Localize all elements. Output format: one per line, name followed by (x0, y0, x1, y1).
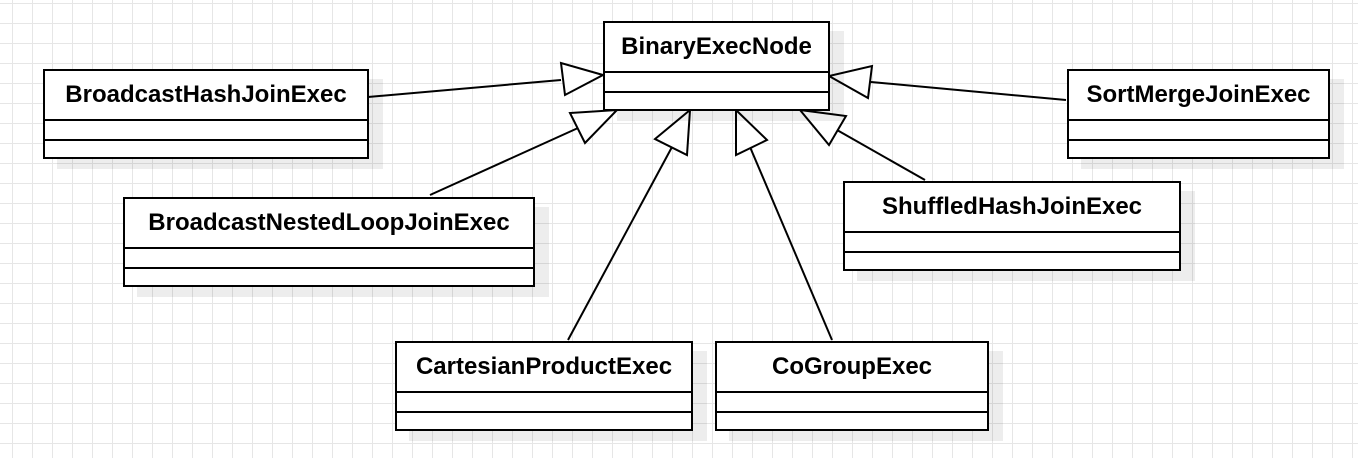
operations-compartment (125, 269, 533, 285)
class-name: ShuffledHashJoinExec (845, 183, 1179, 233)
inheritance-arrow-cartesian-product (567, 107, 692, 341)
attributes-compartment (397, 393, 691, 413)
class-broadcast-hash-join-exec[interactable]: BroadcastHashJoinExec (43, 69, 369, 159)
class-name: CartesianProductExec (397, 343, 691, 393)
class-co-group-exec[interactable]: CoGroupExec (715, 341, 989, 431)
class-name: CoGroupExec (717, 343, 987, 393)
inheritance-arrow-sort-merge-join (826, 64, 1067, 101)
attributes-compartment (45, 121, 367, 141)
operations-compartment (605, 93, 828, 109)
attributes-compartment (125, 249, 533, 269)
operations-compartment (1069, 141, 1328, 157)
operations-compartment (845, 253, 1179, 269)
class-name: BinaryExecNode (605, 23, 828, 73)
operations-compartment (397, 413, 691, 429)
class-name: BroadcastNestedLoopJoinExec (125, 199, 533, 249)
attributes-compartment (717, 393, 987, 413)
class-broadcast-nested-loop-join-exec[interactable]: BroadcastNestedLoopJoinExec (123, 197, 535, 287)
operations-compartment (717, 413, 987, 429)
attributes-compartment (1069, 121, 1328, 141)
class-binary-exec-node[interactable]: BinaryExecNode (603, 21, 830, 111)
class-name: BroadcastHashJoinExec (45, 71, 367, 121)
class-name: SortMergeJoinExec (1069, 71, 1328, 121)
class-shuffled-hash-join-exec[interactable]: ShuffledHashJoinExec (843, 181, 1181, 271)
inheritance-arrow-shuffled-hash-join (797, 108, 926, 181)
inheritance-arrow-broadcast-hash-join (367, 61, 606, 98)
class-sort-merge-join-exec[interactable]: SortMergeJoinExec (1067, 69, 1330, 159)
operations-compartment (45, 141, 367, 157)
attributes-compartment (845, 233, 1179, 253)
attributes-compartment (605, 73, 828, 93)
class-cartesian-product-exec[interactable]: CartesianProductExec (395, 341, 693, 431)
inheritance-arrow-co-group (735, 107, 833, 341)
inheritance-arrow-broadcast-nested-loop-join (429, 108, 620, 196)
